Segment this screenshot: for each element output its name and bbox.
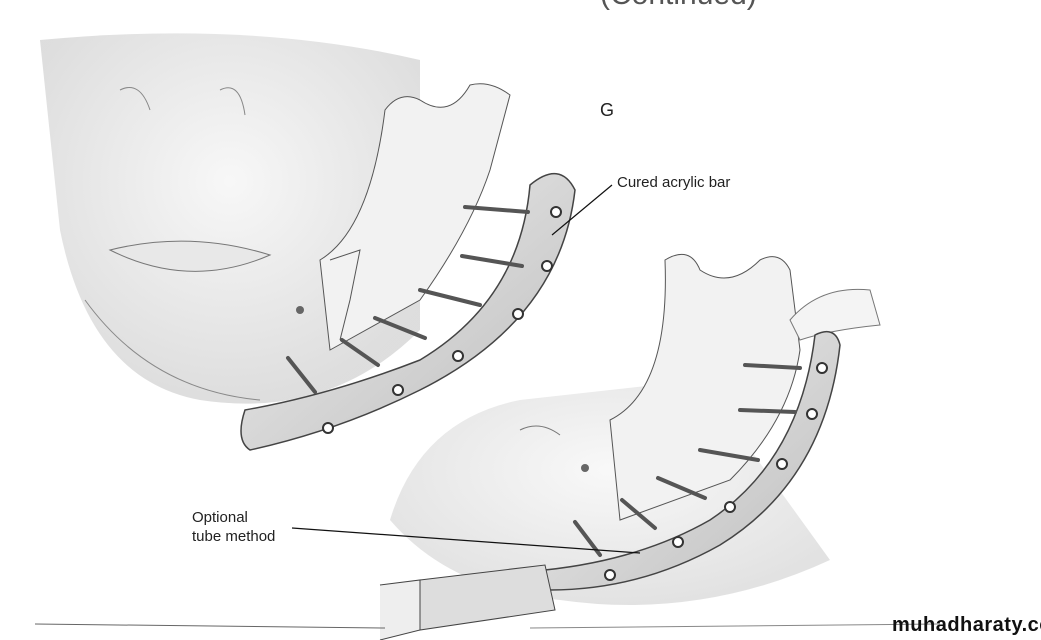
mandible-upper — [319, 83, 511, 351]
label-optional: Optional — [192, 509, 248, 526]
leader-line-tube — [291, 527, 641, 554]
face-upper — [40, 33, 420, 404]
watermark: muhadharaty.com — [892, 614, 1041, 636]
acrylic-bar-upper — [240, 173, 576, 451]
tube-syringe — [419, 564, 556, 631]
panel-letter: G — [600, 100, 615, 120]
baseline-rule-left — [34, 623, 386, 629]
baseline-rule-right — [529, 623, 941, 629]
acrylic-bar-lower — [379, 330, 841, 640]
mandible-lower — [609, 253, 881, 521]
label-tube-method: tube method — [192, 528, 276, 545]
leader-line-cured-bar — [551, 184, 613, 236]
page-title: (Continued) — [600, 0, 757, 12]
label-cured-acrylic-bar: Cured acrylic bar — [617, 174, 731, 191]
